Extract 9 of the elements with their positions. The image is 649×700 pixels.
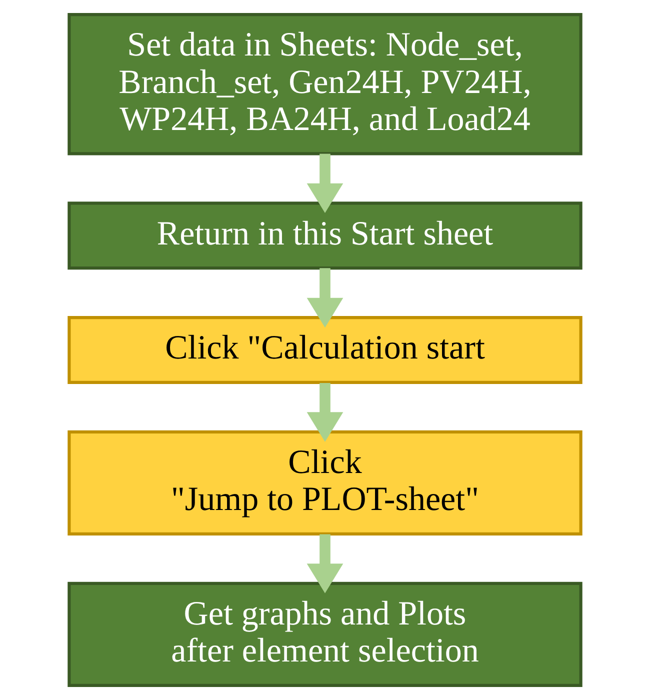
arrow bbox=[306, 382, 343, 442]
node-box: Click "Calculation start bbox=[67, 316, 582, 384]
node-box: Get graphs and Plots after element selection bbox=[67, 582, 582, 687]
arrow bbox=[306, 534, 343, 594]
node-box: Return in this Start sheet bbox=[67, 202, 582, 270]
arrow bbox=[306, 268, 343, 328]
arrow bbox=[306, 154, 343, 213]
node-box: Click "Jump to PLOT-sheet" bbox=[67, 430, 582, 536]
node-box: Set data in Sheets: Node_set, Branch_set, Gen24H, PV24H, WP24H, BA24H, and Load24 bbox=[67, 13, 582, 156]
